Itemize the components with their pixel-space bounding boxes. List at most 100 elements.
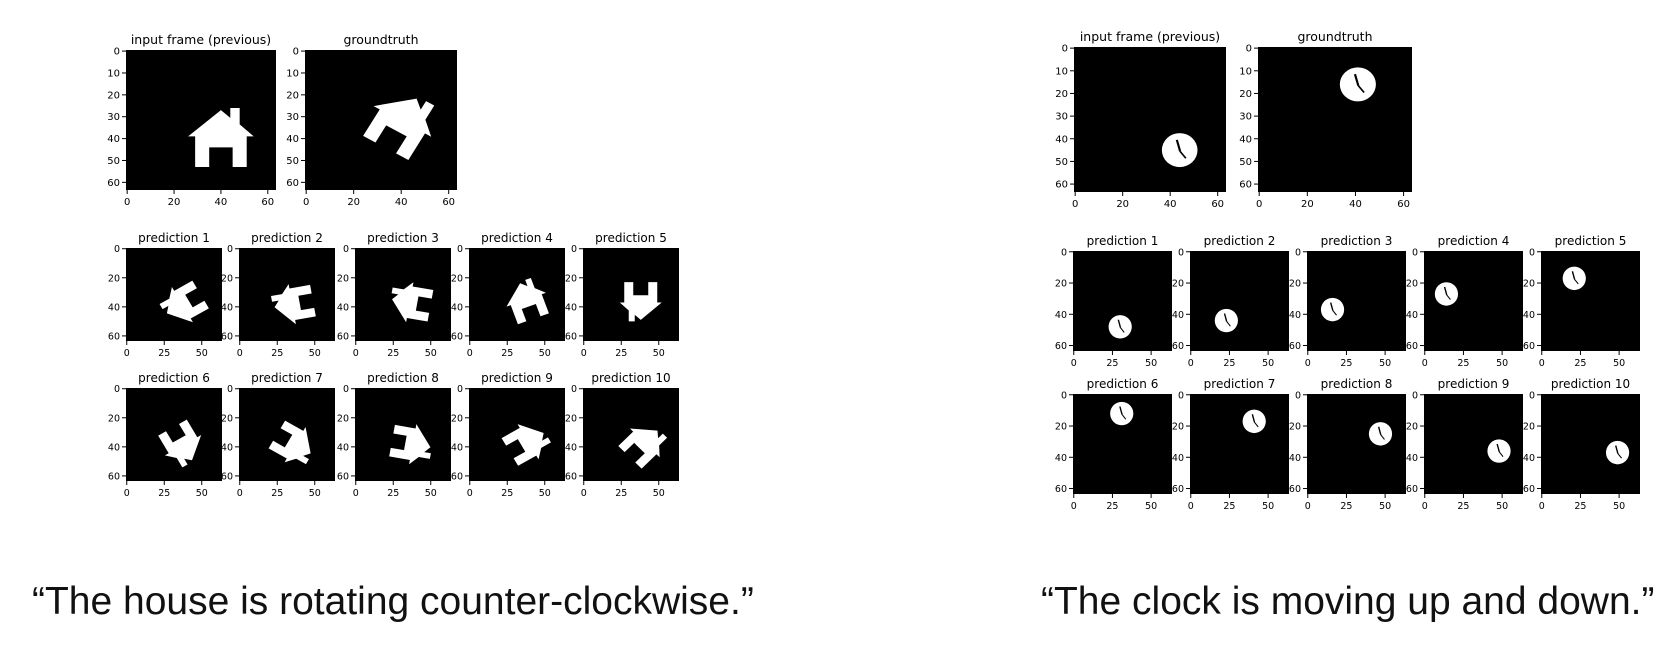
y-tick-label: 60	[1172, 341, 1184, 352]
clock-minute-hand	[1179, 150, 1187, 159]
x-tick-label: 0	[467, 488, 473, 499]
y-tick-label: 20	[221, 413, 233, 424]
plot-title: prediction 7	[251, 371, 323, 385]
x-tick-label: 25	[1340, 358, 1352, 369]
x-tick-label: 0	[1539, 501, 1545, 512]
x-tick-label: 0	[581, 348, 587, 359]
y-tick-label: 60	[565, 471, 577, 482]
x-tick-label: 0	[353, 488, 359, 499]
y-tick-label: 60	[337, 331, 349, 342]
x-tick-label: 20	[1301, 199, 1314, 210]
house-shape	[159, 280, 209, 323]
x-tick-label: 50	[309, 348, 321, 359]
clock-hour-hand	[1571, 271, 1576, 280]
house-object	[391, 282, 434, 323]
clock-minute-hand	[1574, 278, 1579, 285]
y-tick-label: 0	[1061, 247, 1067, 258]
image-area	[1258, 47, 1412, 192]
y-tick-label: 0	[457, 244, 463, 255]
x-tick-label: 25	[271, 488, 283, 499]
y-tick-label: 0	[114, 244, 120, 255]
clock-minute-hand	[1446, 294, 1451, 300]
x-tick-label: 20	[168, 197, 181, 208]
y-tick-label: 0	[571, 244, 577, 255]
y-tick-label: 0	[1178, 390, 1184, 401]
y-tick-label: 60	[1055, 180, 1068, 191]
house-shape	[618, 428, 668, 469]
x-tick-label: 25	[158, 348, 170, 359]
plot-title: prediction 6	[1087, 377, 1159, 391]
clock-object	[1562, 266, 1586, 291]
x-tick-label: 60	[261, 197, 274, 208]
x-tick-label: 0	[237, 488, 243, 499]
image-area	[1190, 394, 1289, 494]
clock-hour-hand	[1329, 302, 1334, 311]
y-tick-label: 40	[107, 134, 120, 145]
y-tick-label: 60	[1055, 484, 1067, 495]
y-tick-label: 60	[108, 331, 120, 342]
y-tick-label: 0	[1246, 44, 1252, 55]
y-tick-label: 20	[107, 90, 120, 101]
plot-title: prediction 4	[481, 231, 553, 245]
x-tick-label: 25	[615, 488, 627, 499]
y-tick-label: 30	[286, 112, 299, 123]
house-shape	[501, 424, 551, 466]
house-object	[501, 424, 551, 466]
x-tick-label: 0	[1072, 199, 1078, 210]
clock-minute-hand	[1380, 434, 1385, 440]
y-tick-label: 0	[343, 244, 349, 255]
house-object	[159, 280, 209, 323]
plot-title: prediction 8	[1321, 377, 1393, 391]
x-tick-label: 0	[1071, 501, 1077, 512]
x-tick-label: 0	[124, 488, 130, 499]
y-tick-label: 20	[1239, 89, 1252, 100]
x-tick-label: 50	[196, 488, 208, 499]
x-tick-label: 60	[1211, 199, 1224, 210]
plot-title: prediction 3	[367, 231, 439, 245]
house-shape	[363, 98, 435, 160]
x-tick-label: 0	[1188, 501, 1194, 512]
y-tick-label: 20	[451, 413, 463, 424]
y-tick-label: 20	[1406, 279, 1418, 290]
y-tick-label: 60	[1523, 484, 1535, 495]
y-tick-label: 0	[1178, 247, 1184, 258]
x-tick-label: 0	[1256, 199, 1262, 210]
y-tick-label: 20	[451, 273, 463, 284]
plot-title: prediction 9	[1438, 377, 1510, 391]
y-tick-label: 20	[1523, 279, 1535, 290]
y-tick-label: 10	[1239, 66, 1252, 77]
y-tick-label: 60	[221, 471, 233, 482]
x-tick-label: 60	[1397, 199, 1410, 210]
plot-title: groundtruth	[1297, 29, 1372, 44]
y-tick-label: 0	[343, 384, 349, 395]
y-tick-label: 0	[1061, 390, 1067, 401]
x-tick-label: 40	[1349, 199, 1362, 210]
x-tick-label: 25	[1223, 501, 1235, 512]
y-tick-label: 20	[108, 273, 120, 284]
y-tick-label: 20	[337, 413, 349, 424]
y-tick-label: 40	[1055, 134, 1068, 145]
x-tick-label: 25	[1340, 501, 1352, 512]
plot-title: groundtruth	[343, 32, 418, 47]
y-tick-label: 20	[108, 413, 120, 424]
plot-title: prediction 2	[1204, 234, 1276, 248]
image-area	[239, 388, 335, 481]
x-tick-label: 50	[309, 488, 321, 499]
x-tick-label: 40	[395, 197, 408, 208]
y-tick-label: 40	[221, 442, 233, 453]
y-tick-label: 60	[286, 178, 299, 189]
x-tick-label: 50	[653, 488, 665, 499]
y-tick-label: 40	[337, 442, 349, 453]
house-object	[389, 424, 431, 465]
clock-object	[1434, 282, 1459, 306]
y-tick-label: 60	[108, 471, 120, 482]
clock-object	[1108, 315, 1132, 339]
